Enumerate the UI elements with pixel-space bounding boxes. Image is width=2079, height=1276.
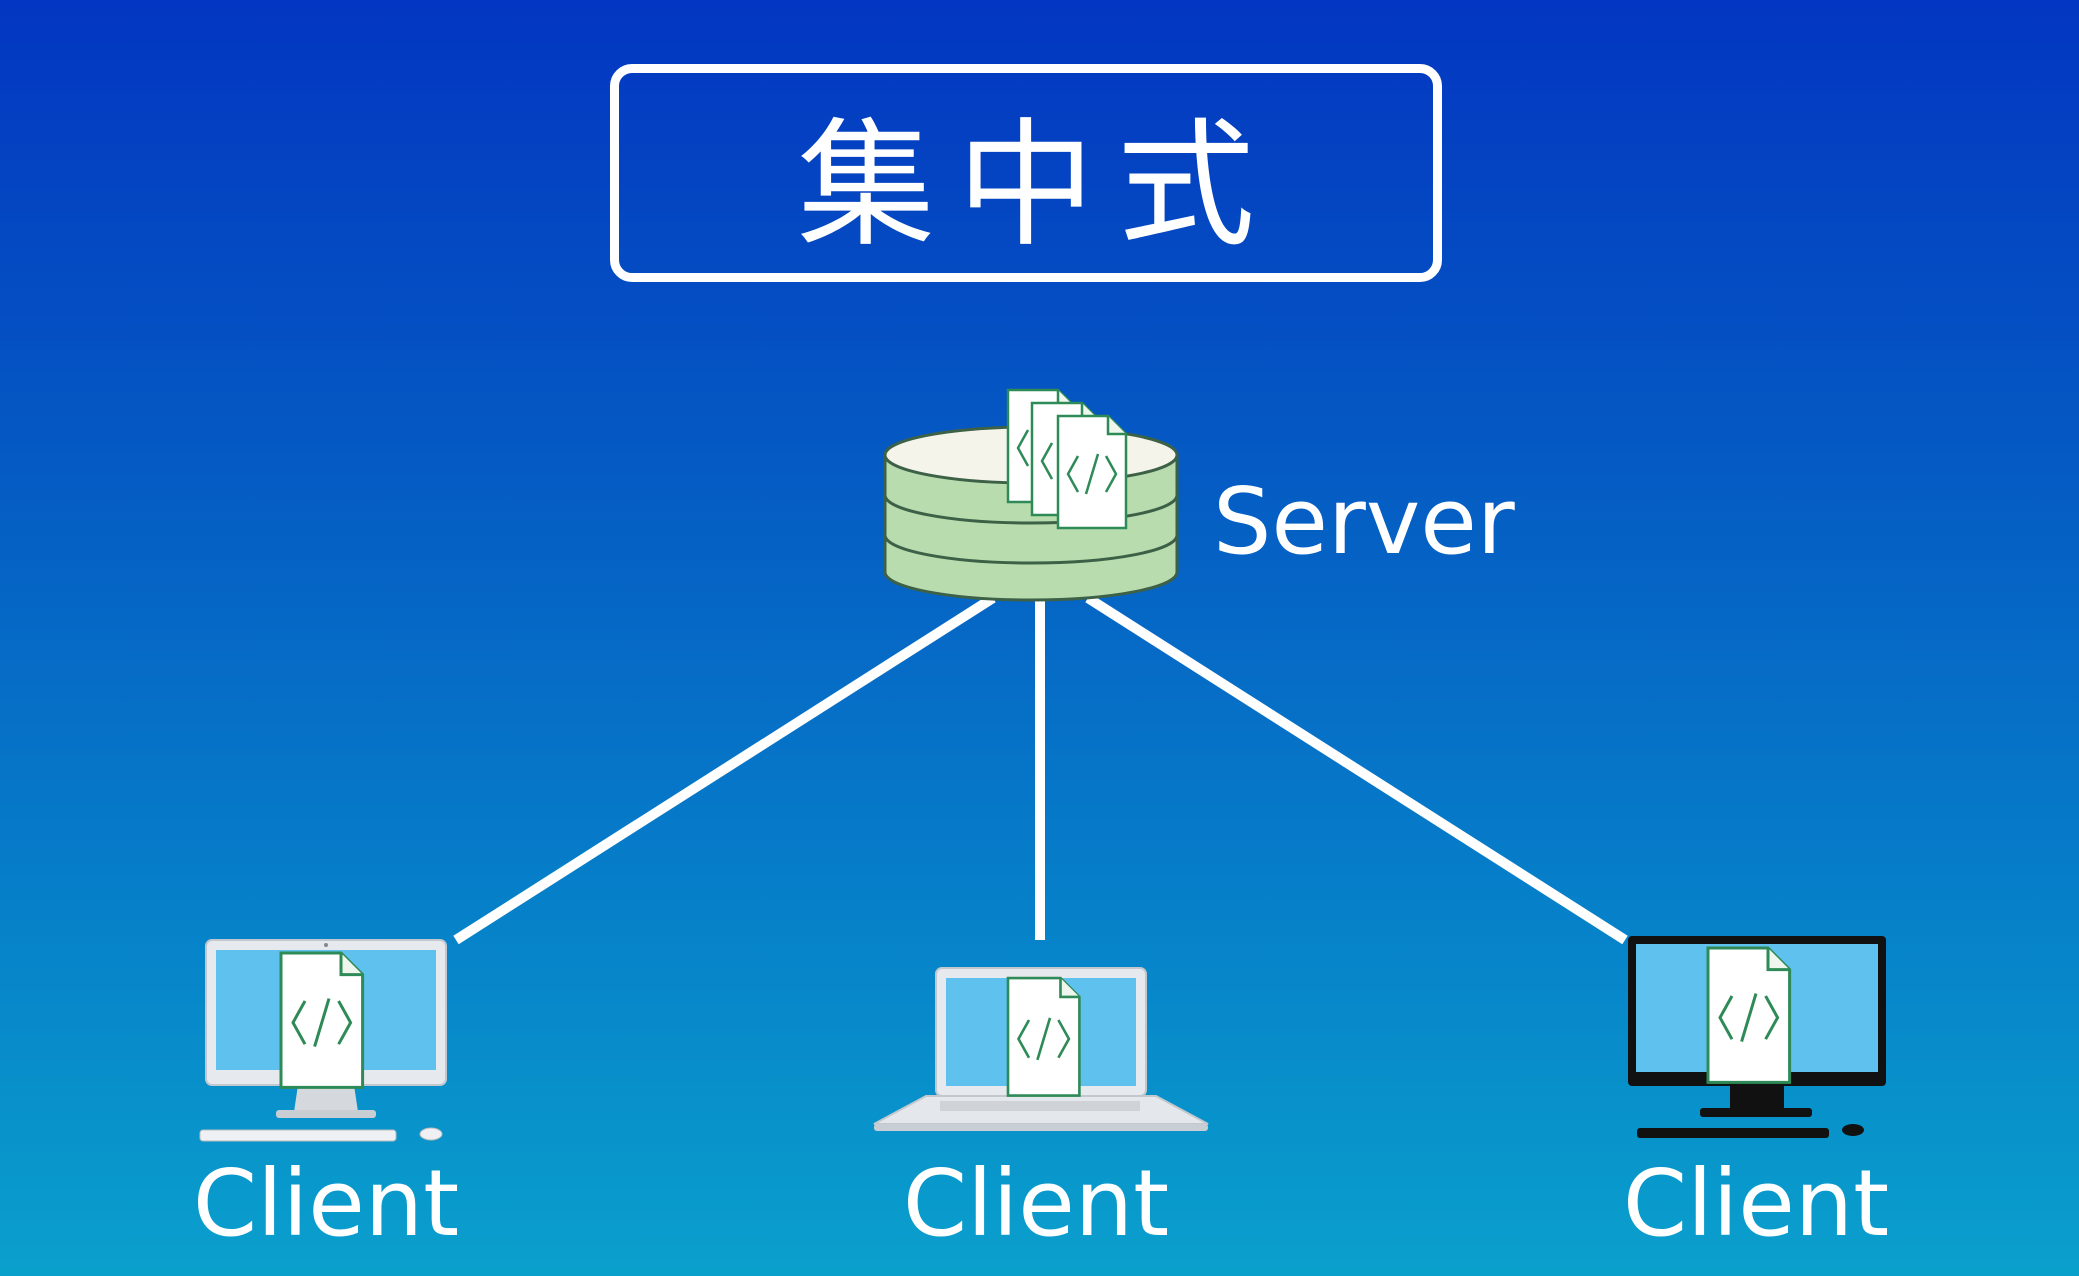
code-file-icon-client-3	[1706, 946, 1792, 1084]
client-label-1: Client	[192, 1150, 460, 1257]
code-file-icon-client-1	[279, 951, 365, 1089]
title-box: 集中式	[610, 64, 1442, 282]
connection-line-right	[1085, 593, 1628, 945]
client-label-3: Client	[1622, 1150, 1890, 1257]
code-file-icon-3	[1056, 414, 1128, 530]
code-file-icon-client-2	[1006, 976, 1081, 1097]
client-label-2: Client	[902, 1150, 1170, 1257]
connection-line-left	[453, 593, 996, 945]
page-title: 集中式	[796, 105, 1277, 266]
server-label: Server	[1213, 468, 1515, 575]
